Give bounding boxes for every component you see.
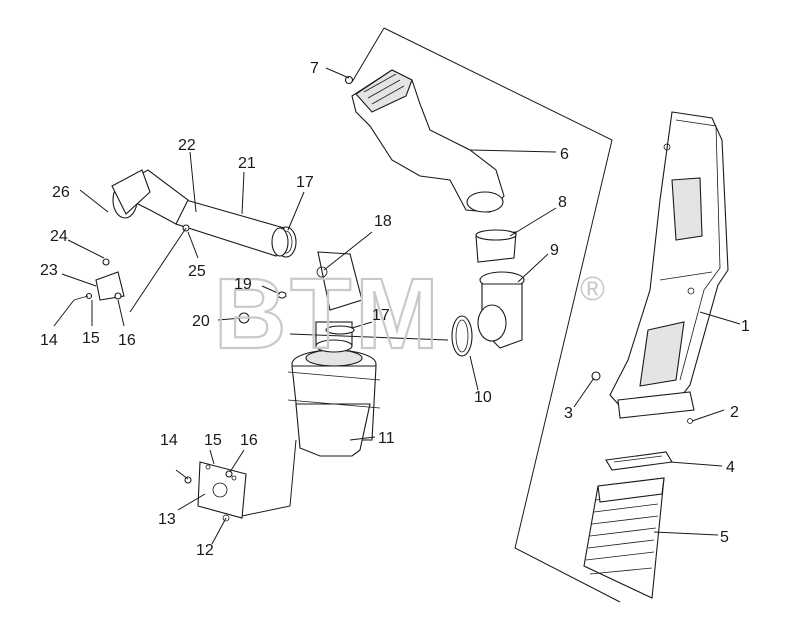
part-2-flange: [617, 391, 695, 424]
leader-lines: [53, 67, 741, 545]
callout-23: 23: [40, 262, 58, 279]
callout-22: 22: [178, 137, 196, 154]
callout-10: 10: [474, 389, 492, 406]
part-8-connector: [475, 229, 517, 263]
part-7-bolt: [344, 75, 354, 85]
btm-watermark: BTM ®: [213, 257, 605, 371]
callout-8: 8: [558, 194, 567, 211]
callout-15-small: 15: [82, 330, 100, 347]
watermark-registered-mark: ®: [580, 270, 605, 308]
part-6-intake-elbow: [351, 69, 505, 213]
part-10-clamp-ring: [451, 315, 473, 357]
callout-9: 9: [550, 242, 559, 259]
part-5-bellows: [583, 477, 665, 599]
callout-13: 13: [158, 511, 176, 528]
callout-7: 7: [310, 60, 319, 77]
watermark-text: BTM: [214, 258, 443, 370]
callout-6: 6: [560, 146, 569, 163]
callout-3: 3: [564, 405, 573, 422]
callout-17-top: 17: [296, 174, 314, 191]
callout-14-small: 14: [40, 332, 58, 349]
callout-2: 2: [730, 404, 739, 421]
part-21-intake-pipe: [129, 169, 289, 257]
callout-25: 25: [188, 263, 206, 280]
callout-24: 24: [50, 228, 68, 245]
callout-11: 11: [378, 430, 395, 447]
callout-1: 1: [741, 318, 750, 335]
group-frame-line: [383, 27, 621, 603]
callout-15-bracket: 15: [204, 432, 222, 449]
part-26-end-cap: [111, 169, 151, 219]
part-1-intake-duct: [609, 111, 729, 407]
callout-labels: 1 2 3 4 5 6 7 8 9 10 11 12 13 14 14 15 1…: [40, 60, 750, 559]
callout-14-bracket: 14: [160, 432, 178, 449]
callout-4: 4: [726, 459, 735, 476]
callout-26: 26: [52, 184, 70, 201]
callout-16-small: 16: [118, 332, 136, 349]
callout-21: 21: [238, 155, 256, 172]
part-4-gasket: [605, 451, 673, 471]
part-13-bracket: [184, 461, 247, 522]
callout-17-lower: 17: [372, 307, 390, 324]
group-frame-line-left: [351, 27, 385, 83]
callout-20: 20: [192, 313, 210, 330]
callout-12: 12: [196, 542, 214, 559]
part-9-elbow: [477, 271, 525, 349]
callout-5: 5: [720, 529, 729, 546]
callout-18: 18: [374, 213, 392, 230]
callout-19: 19: [234, 276, 252, 293]
callout-16-bracket: 16: [240, 432, 258, 449]
part-23-small-bracket: [73, 258, 125, 301]
